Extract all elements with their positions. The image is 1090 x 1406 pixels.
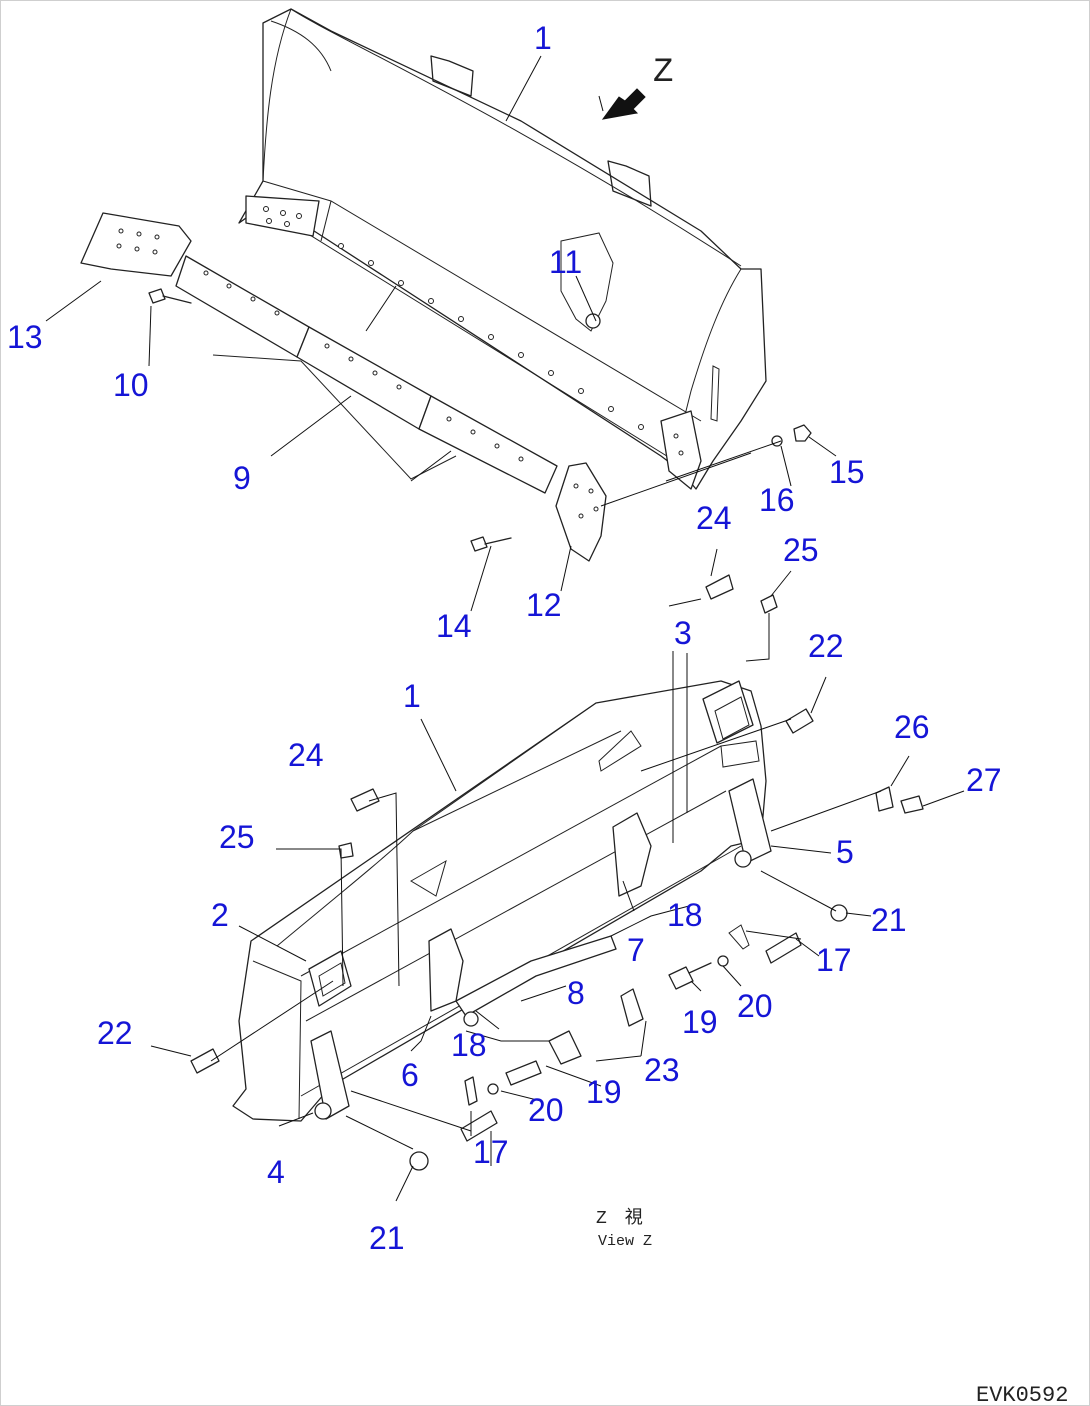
callout-19-right: 19: [682, 1004, 718, 1040]
blade-front-view: [238, 8, 767, 490]
callout-22-left: 22: [97, 1015, 133, 1051]
edge-bolt-holes: [338, 243, 644, 430]
callout-17-left: 17: [473, 1134, 509, 1170]
callout-5: 5: [836, 834, 854, 870]
callout-18-right: 18: [667, 897, 703, 933]
callout-15: 15: [829, 454, 865, 490]
view-caption-jp: Z 視: [596, 1207, 643, 1229]
end-bit-left: [80, 212, 192, 277]
leader-lines: [45, 55, 965, 1202]
callout-24-left: 24: [288, 737, 324, 773]
callout-19-left: 19: [586, 1074, 622, 1110]
callout-16: 16: [759, 482, 795, 518]
view-caption-en: View Z: [598, 1233, 652, 1250]
callout-21-right: 21: [871, 902, 907, 938]
callout-6: 6: [401, 1057, 419, 1093]
callout-9: 9: [233, 460, 251, 496]
callout-27: 27: [966, 762, 1002, 798]
callout-24-right: 24: [696, 500, 732, 536]
callout-20-right: 20: [737, 988, 773, 1024]
callout-labels: 1 1 2 3 4 5 6 7 8 9 10 11 12 13 14 15 16…: [7, 20, 1002, 1256]
end-bit-right: [555, 462, 607, 562]
callout-13: 13: [7, 319, 43, 355]
blade-rear-view: [232, 680, 772, 1122]
callout-22-right: 22: [808, 628, 844, 664]
cutting-edges: [175, 255, 558, 494]
callout-3: 3: [674, 615, 692, 651]
view-z-arrow: [601, 88, 646, 120]
callout-18-left: 18: [451, 1027, 487, 1063]
callout-21-bottom: 21: [369, 1220, 405, 1256]
callout-25-right: 25: [783, 532, 819, 568]
callout-25-left: 25: [219, 819, 255, 855]
view-marker-z: Z: [653, 54, 673, 92]
callout-17-right: 17: [816, 942, 852, 978]
callout-1-bottom: 1: [403, 678, 421, 714]
callout-7: 7: [627, 932, 645, 968]
callout-12: 12: [526, 587, 562, 623]
callout-4: 4: [267, 1154, 285, 1190]
bottom-fasteners: [190, 574, 924, 1171]
callout-11: 11: [549, 244, 582, 280]
callout-8: 8: [567, 975, 585, 1011]
callout-14: 14: [436, 608, 472, 644]
callout-26: 26: [894, 709, 930, 745]
callout-10: 10: [113, 367, 149, 403]
callout-23: 23: [644, 1052, 680, 1088]
callout-1-top: 1: [534, 20, 552, 56]
callout-2: 2: [211, 897, 229, 933]
callout-20-left: 20: [528, 1092, 564, 1128]
top-fasteners: [148, 288, 812, 552]
drawing-code: EVK0592: [976, 1383, 1068, 1406]
